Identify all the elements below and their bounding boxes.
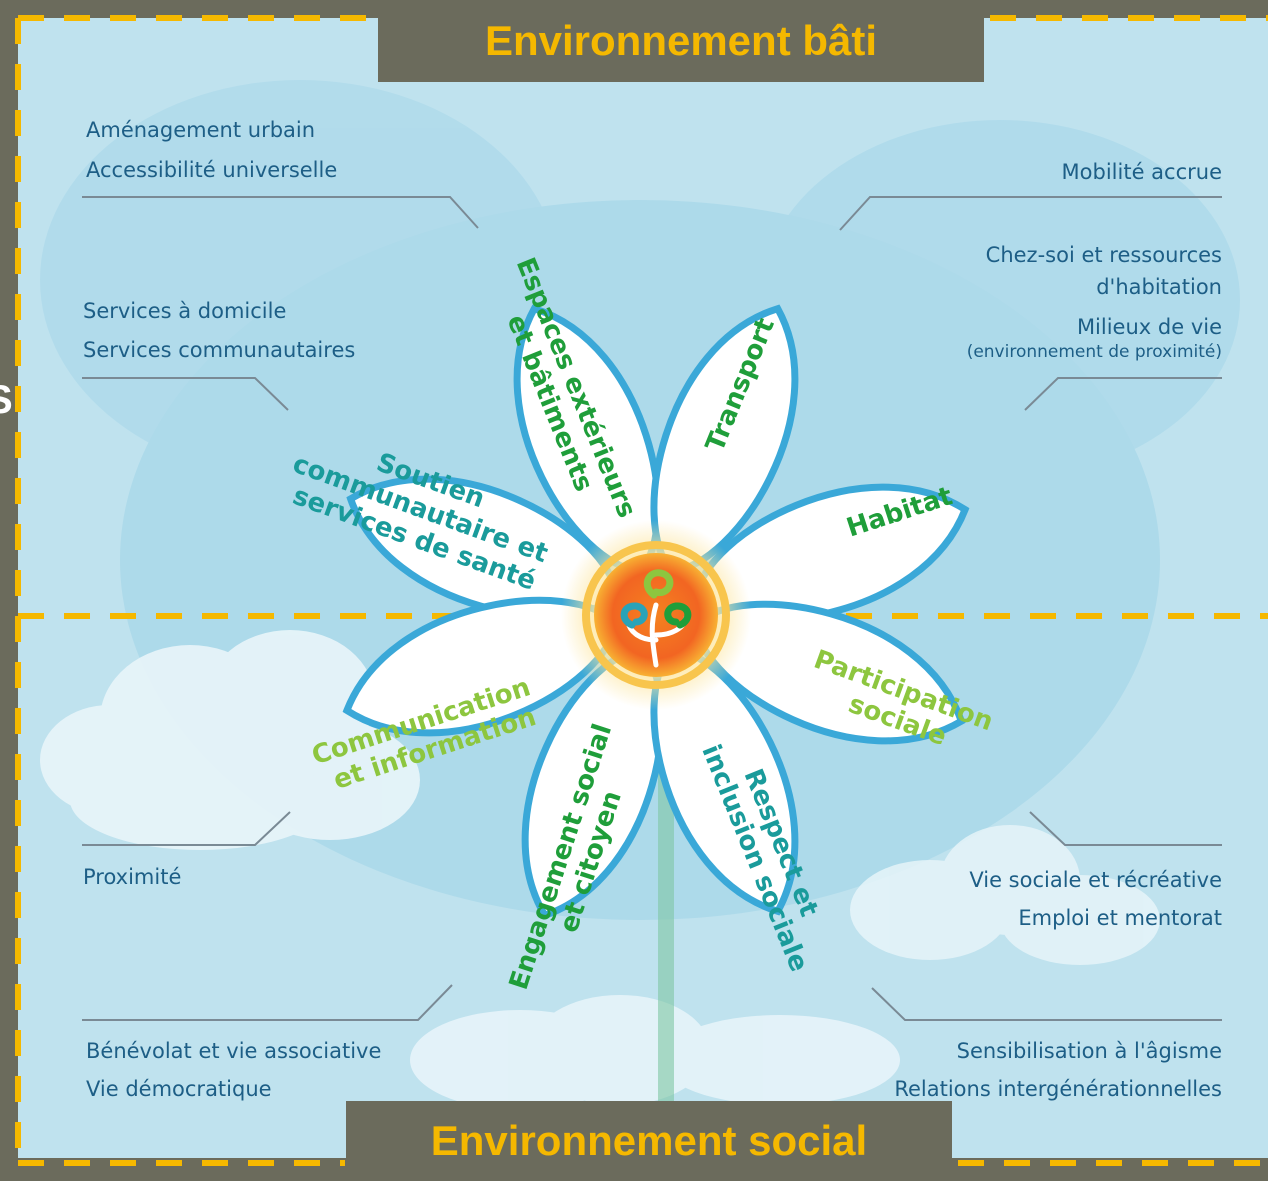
cloud-right — [850, 825, 1160, 965]
label-emploi-mentorat: Emploi et mentorat — [1018, 906, 1222, 930]
label-mobilite-accrue: Mobilité accrue — [1061, 160, 1222, 184]
petal-participation — [691, 600, 966, 745]
dashed-frame — [15, 15, 1268, 1166]
core-ring — [582, 541, 730, 689]
label-services-communautaires: Services communautaires — [83, 338, 356, 362]
label-amenagement-urbain: Aménagement urbain — [86, 118, 316, 142]
label-relations: Relations intergénérationnelles — [894, 1077, 1222, 1101]
left-edge-glyph: S — [0, 378, 13, 423]
label-vie-democratique: Vie démocratique — [86, 1077, 272, 1101]
label-milieux-sub: (environnement de proximité) — [966, 342, 1222, 362]
label-vie-sociale: Vie sociale et récréative — [969, 868, 1222, 892]
swirl-icons — [620, 569, 692, 629]
label-benevolat: Bénévolat et vie associative — [86, 1039, 382, 1063]
banner-social-environment: Environnement social — [346, 1101, 952, 1173]
banner-built-environment: Environnement bâti — [378, 0, 984, 82]
label-chez-soi: Chez-soi et ressources — [985, 243, 1222, 267]
petal-transport — [650, 304, 799, 575]
label-accessibilite-universelle: Accessibilité universelle — [86, 158, 338, 182]
petals — [342, 304, 970, 920]
petal-respect — [650, 645, 799, 916]
label-habitation: d'habitation — [1096, 275, 1222, 299]
label-services-domicile: Services à domicile — [83, 299, 287, 323]
cloud-left — [40, 630, 420, 850]
label-sensibilisation: Sensibilisation à l'âgisme — [956, 1039, 1222, 1063]
label-proximite: Proximité — [83, 865, 182, 889]
connector-lines — [82, 196, 1222, 1021]
label-milieux-de-vie: Milieux de vie — [1076, 315, 1222, 339]
cloud-bottom — [410, 995, 900, 1110]
petal-communication — [342, 596, 620, 737]
